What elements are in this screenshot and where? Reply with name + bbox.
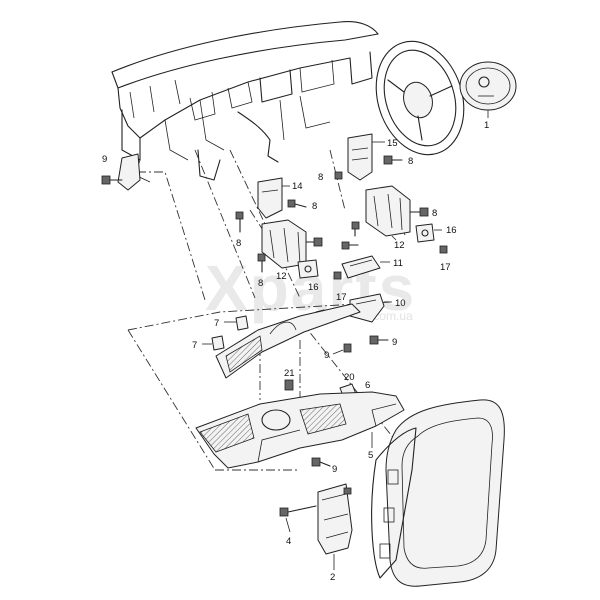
callout-1: 1 — [484, 120, 489, 131]
callout-12: 12 — [394, 240, 405, 251]
screw — [311, 457, 331, 467]
switch-housing-12 — [365, 185, 429, 237]
leader-line — [285, 517, 291, 533]
airbag-module — [459, 61, 517, 111]
callout-9: 9 — [332, 464, 337, 475]
callout-8: 8 — [312, 201, 317, 212]
clip-16 — [415, 223, 435, 243]
callout-21: 21 — [284, 368, 295, 379]
callout-8: 8 — [258, 278, 263, 289]
callout-16: 16 — [308, 282, 319, 293]
callout-17: 17 — [336, 292, 347, 303]
callout-8: 8 — [236, 238, 241, 249]
lower-trim-bar — [215, 303, 361, 379]
screw — [333, 271, 342, 280]
screw — [343, 343, 352, 353]
callout-12: 12 — [276, 271, 287, 282]
bracket-9 — [101, 153, 141, 191]
callout-9: 9 — [324, 350, 329, 361]
clip-7 — [235, 315, 249, 331]
callout-16: 16 — [446, 225, 457, 236]
leader-line — [391, 235, 397, 241]
screw — [369, 335, 389, 345]
bracket-15 — [347, 133, 373, 181]
callout-8: 8 — [318, 172, 323, 183]
bolt — [351, 221, 360, 237]
bolt — [383, 155, 403, 165]
leader-line — [332, 349, 344, 355]
lower-dash-panel-5 — [195, 391, 405, 469]
callout-4: 4 — [286, 536, 291, 547]
callout-9: 9 — [102, 154, 107, 165]
callout-15: 15 — [387, 138, 398, 149]
watermark-domain: .com.ua — [370, 309, 413, 323]
screw — [279, 505, 317, 517]
bolt — [334, 171, 343, 180]
callout-11: 11 — [393, 258, 403, 269]
dashboard-outline — [111, 21, 379, 183]
callout-2: 2 — [330, 572, 335, 583]
clip-21 — [284, 379, 294, 391]
bolt — [341, 241, 359, 250]
bolt — [257, 253, 266, 273]
callout-20: 20 — [344, 372, 355, 383]
callout-8: 8 — [408, 156, 413, 167]
cover-11 — [341, 255, 381, 279]
bolt — [287, 199, 307, 208]
steering-wheel — [375, 40, 465, 156]
bolt — [235, 211, 244, 233]
callout-6: 6 — [365, 380, 370, 391]
callout-10: 10 — [395, 298, 406, 309]
callout-9: 9 — [392, 337, 397, 348]
screw — [439, 245, 448, 254]
callout-7: 7 — [214, 318, 219, 329]
passenger-airbag-2 — [317, 483, 353, 555]
trim-cover-panel — [371, 399, 505, 587]
clip-16 — [297, 259, 319, 279]
clip-7 — [211, 335, 225, 351]
switch-housing-12 — [261, 219, 323, 269]
bracket-14 — [257, 177, 283, 219]
callout-14: 14 — [292, 181, 303, 192]
callout-17: 17 — [440, 262, 451, 273]
callout-7: 7 — [192, 340, 197, 351]
callout-5: 5 — [368, 450, 373, 461]
callout-8: 8 — [432, 208, 437, 219]
